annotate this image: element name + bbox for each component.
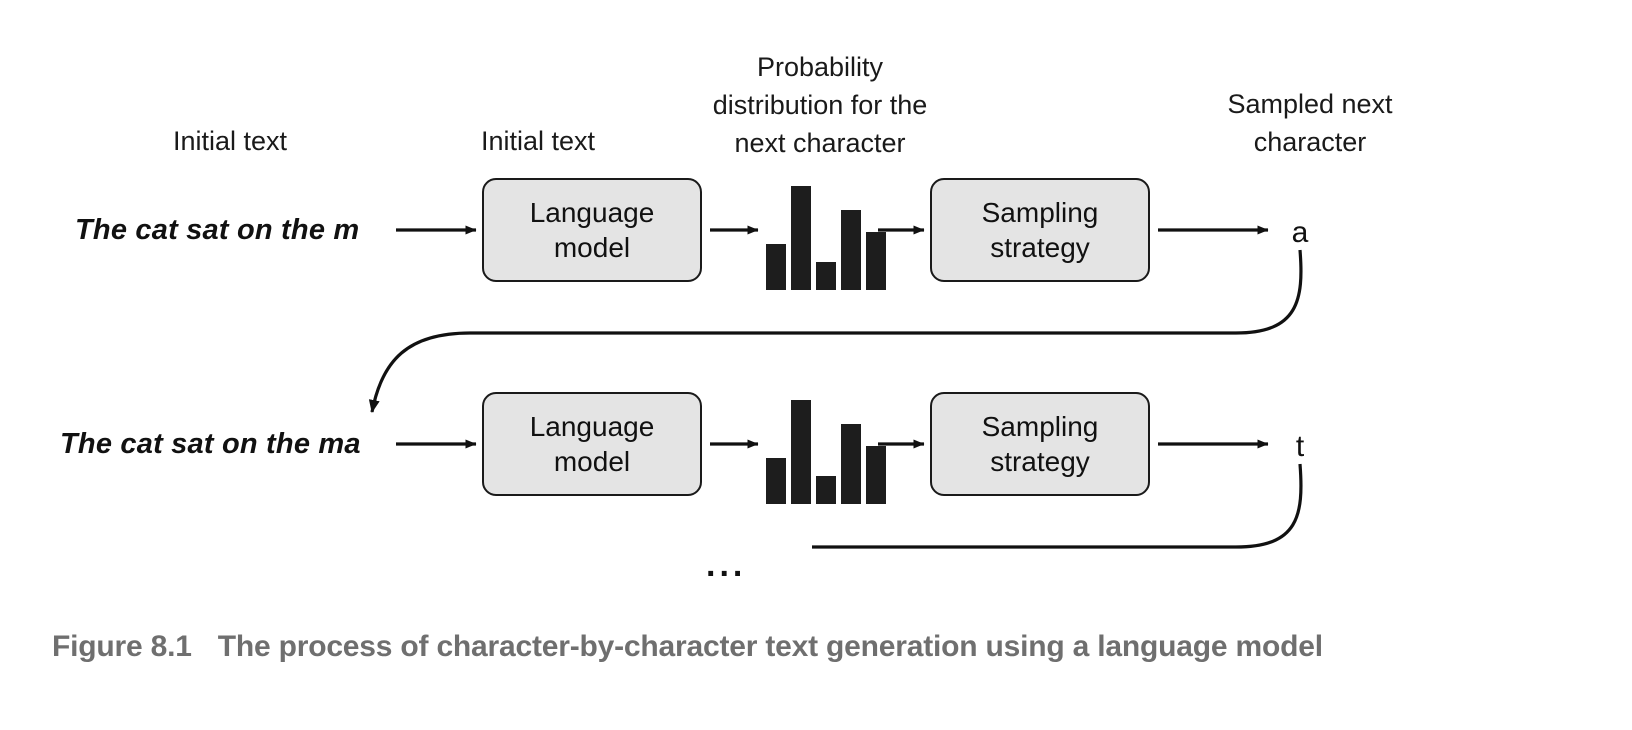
header-initial-text-left: Initial text	[172, 126, 288, 156]
header-sampled-next-character: Sampled next character	[1227, 89, 1393, 157]
bar	[816, 476, 836, 504]
probability-bars-row-2	[766, 384, 886, 504]
bar	[791, 400, 811, 504]
bar	[766, 244, 786, 290]
sampled-character-row-2: t	[1295, 430, 1305, 463]
figure-caption: Figure 8.1 The process of character-by-ch…	[52, 630, 1592, 664]
figure-caption-number: Figure 8.1	[52, 630, 192, 663]
bar	[791, 186, 811, 290]
header-probability-distribution: Probability distribution for the next ch…	[712, 52, 928, 158]
bar	[841, 210, 861, 290]
bar	[816, 262, 836, 290]
sampling-strategy-box-row-1[interactable]: Sampling strategy	[930, 178, 1150, 282]
language-model-box-row-1[interactable]: Language model	[482, 178, 702, 282]
figure-caption-text: The process of character-by-character te…	[217, 630, 1323, 663]
bar	[766, 458, 786, 504]
bar	[841, 424, 861, 504]
input-text-row-2: The cat sat on the ma	[60, 428, 361, 460]
bar	[866, 232, 886, 290]
probability-bars-row-1	[766, 170, 886, 290]
language-model-box-row-2[interactable]: Language model	[482, 392, 702, 496]
sampled-character-row-1: a	[1291, 216, 1309, 249]
continuation-ellipsis: ...	[706, 546, 747, 584]
header-initial-text-model: Initial text	[480, 126, 596, 156]
input-text-row-1: The cat sat on the m	[75, 214, 360, 246]
bar	[866, 446, 886, 504]
sampling-strategy-box-row-2[interactable]: Sampling strategy	[930, 392, 1150, 496]
